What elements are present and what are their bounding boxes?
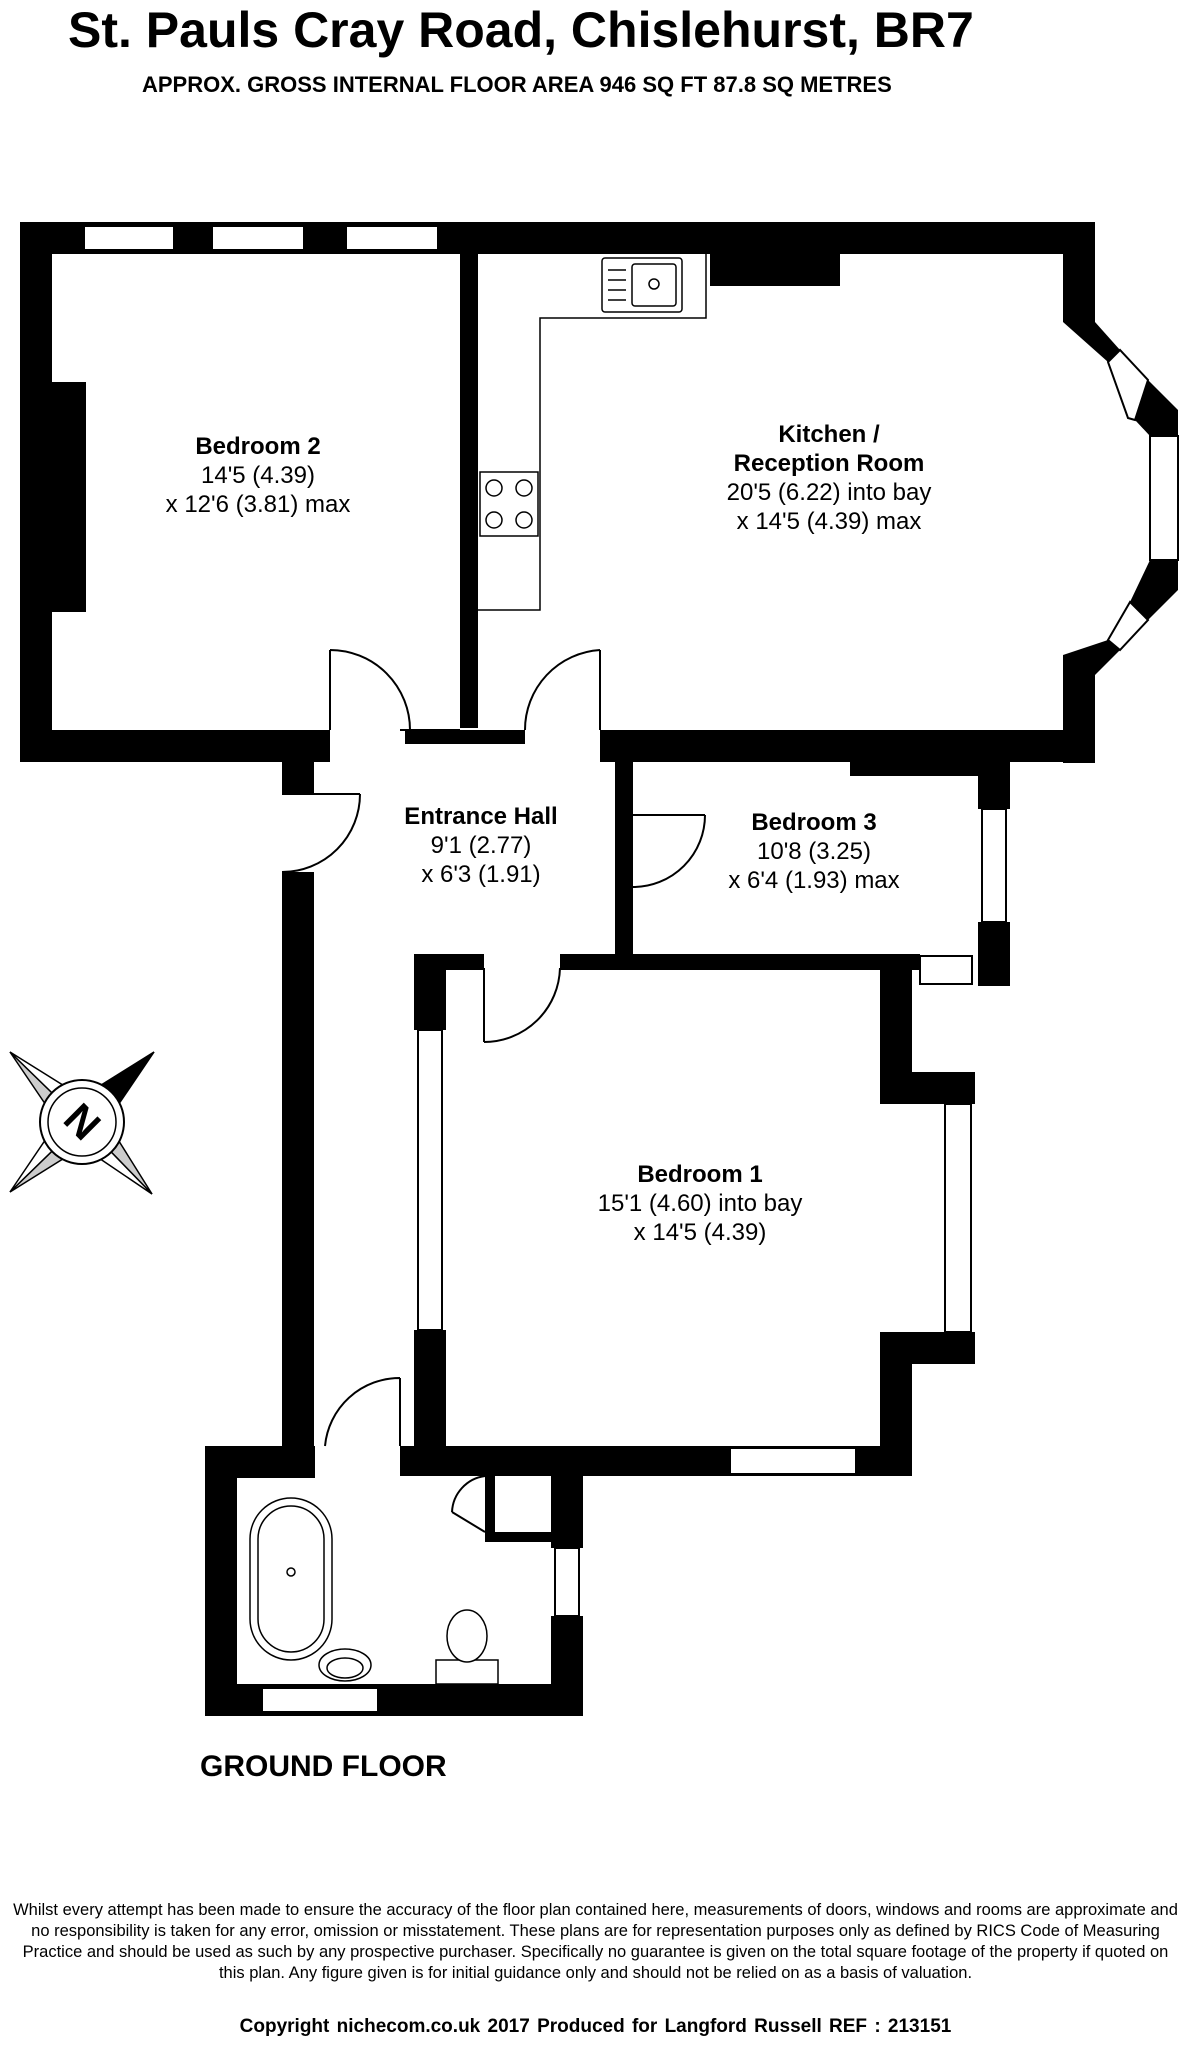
toilet-bowl [446, 1609, 488, 1663]
bath-drain [286, 1567, 296, 1577]
bathroom-fixtures [249, 1497, 499, 1685]
room-name: Bedroom 3 [751, 809, 877, 836]
compass-ring-inner [47, 1087, 117, 1157]
wall-bathroom-left [205, 1446, 237, 1716]
room-name: Bedroom 1 [637, 1161, 763, 1188]
room-label-bedroom3: Bedroom 3 10'8 (3.25) x 6'4 (1.93) max [728, 808, 899, 895]
room-label-bedroom2: Bedroom 2 14'5 (4.39) x 12'6 (3.81) max [166, 432, 351, 519]
floor-area-subtitle: APPROX. GROSS INTERNAL FLOOR AREA 946 SQ… [142, 72, 892, 97]
wall-bedroom3-right-upper [978, 744, 1010, 809]
wall-bathroom-top-left [205, 1446, 315, 1478]
wall-bedroom1-top-right [560, 954, 880, 970]
window-bedroom1-left [417, 1029, 443, 1331]
room-label-kitchen: Kitchen / Reception Room 20'5 (6.22) int… [727, 420, 932, 536]
wall-kitchen-bay-top-corner [1063, 322, 1120, 362]
window-bathroom-right [554, 1547, 580, 1617]
room-label-bedroom1: Bedroom 1 15'1 (4.60) into bay x 14'5 (4… [598, 1160, 803, 1247]
hob-ring-4 [515, 511, 533, 529]
window-kitchen-bay-upper [1106, 348, 1150, 422]
wall-bedroom1-left-bottom [414, 1330, 446, 1448]
bath-inner [257, 1505, 325, 1653]
wall-bedroom3-right-lower [978, 922, 1010, 986]
wall-bathroom-right-upper [551, 1476, 583, 1548]
wall-bedroom2-bottom [20, 730, 330, 762]
door-bedroom1[interactable] [483, 967, 561, 1043]
room-name-line2: Reception Room [733, 450, 925, 477]
room-name: Entrance Hall [404, 803, 558, 830]
wall-kitchen-bottom [600, 730, 1095, 762]
chimney-bedroom2 [52, 382, 86, 612]
door-kitchen[interactable] [523, 649, 601, 731]
window-kitchen-bay-lower [1106, 600, 1150, 652]
wall-bedroom1-bay-top [880, 1072, 975, 1104]
window-bedroom1-bay [944, 1103, 972, 1333]
wall-bedroom2-left [20, 222, 52, 762]
wall-hall-bedroom3 [615, 744, 633, 954]
copyright-text: Copyright nichecom.co.uk 2017 Produced f… [239, 2016, 952, 2037]
door-bedroom2[interactable] [329, 649, 411, 731]
wall-kitchen-bay-upper-corner [1135, 380, 1178, 436]
room-dimension: x 14'5 (4.39) [633, 1219, 767, 1246]
hob-ring-3 [485, 511, 503, 529]
wall-hall-left-top [282, 744, 314, 794]
room-dimension: 10'8 (3.25) [756, 838, 871, 865]
window-bedroom1-bottom [729, 1447, 857, 1475]
kitchen-sink-drain [648, 278, 660, 290]
wall-hall-top-stub [405, 730, 525, 744]
wall-bathroom-right-lower [551, 1616, 583, 1716]
window-bedroom2-3 [345, 225, 439, 251]
floor-label: GROUND FLOOR [200, 1750, 447, 1783]
window-bedroom3-bottom [919, 955, 973, 985]
hob-ring-2 [515, 479, 533, 497]
wall-kitchen-bay-lower-corner [1130, 560, 1178, 620]
room-dimension: 15'1 (4.60) into bay [597, 1190, 803, 1217]
wall-kitchen-top [440, 222, 1095, 254]
page-title: St. Pauls Cray Road, Chislehurst, BR7 [68, 2, 974, 58]
compass: N [9, 1051, 155, 1195]
room-name: Bedroom 2 [195, 433, 321, 460]
kitchen-fixtures [478, 254, 707, 611]
doors [281, 649, 706, 1533]
room-dimension: 14'5 (4.39) [200, 462, 315, 489]
room-dimension: 20'5 (6.22) into bay [726, 479, 932, 506]
windows [83, 225, 1179, 1713]
wall-kitchen-right-upper [1063, 222, 1095, 322]
room-dimension: x 6'4 (1.93) max [728, 867, 900, 894]
wall-cupboard [485, 1476, 495, 1542]
wall-bedroom2-kitchen [460, 254, 478, 728]
window-bathroom-bottom [261, 1687, 379, 1713]
disclaimer-text: Whilst every attempt has been made to en… [13, 1901, 1178, 1982]
chimney-kitchen [710, 254, 840, 286]
door-bedroom3[interactable] [632, 814, 706, 888]
wall-bedroom1-top-left [414, 954, 484, 970]
window-kitchen-bay-middle [1149, 435, 1179, 561]
wall-kitchen-bay-bottom-corner [1063, 640, 1120, 675]
wall-hall-left [282, 872, 314, 1448]
window-bedroom2-1 [83, 225, 175, 251]
room-name: Kitchen / [778, 421, 880, 448]
door-front[interactable] [281, 793, 361, 873]
wall-cupboard-bottom [485, 1532, 551, 1542]
door-bathroom[interactable] [324, 1376, 401, 1447]
basin-inner [326, 1657, 364, 1679]
window-bedroom3-right [981, 808, 1007, 923]
walls [20, 222, 1178, 1716]
room-dimension: 9'1 (2.77) [430, 832, 532, 859]
door-cupboard[interactable] [451, 1475, 486, 1533]
toilet-cistern [435, 1659, 499, 1685]
room-dimension: x 12'6 (3.81) max [165, 491, 351, 518]
room-dimension: x 6'3 (1.91) [421, 861, 541, 888]
room-label-entrance-hall: Entrance Hall 9'1 (2.77) x 6'3 (1.91) [404, 802, 557, 889]
room-dimension: x 14'5 (4.39) max [736, 508, 922, 535]
window-bedroom2-2 [211, 225, 305, 251]
hob-ring-1 [485, 479, 503, 497]
